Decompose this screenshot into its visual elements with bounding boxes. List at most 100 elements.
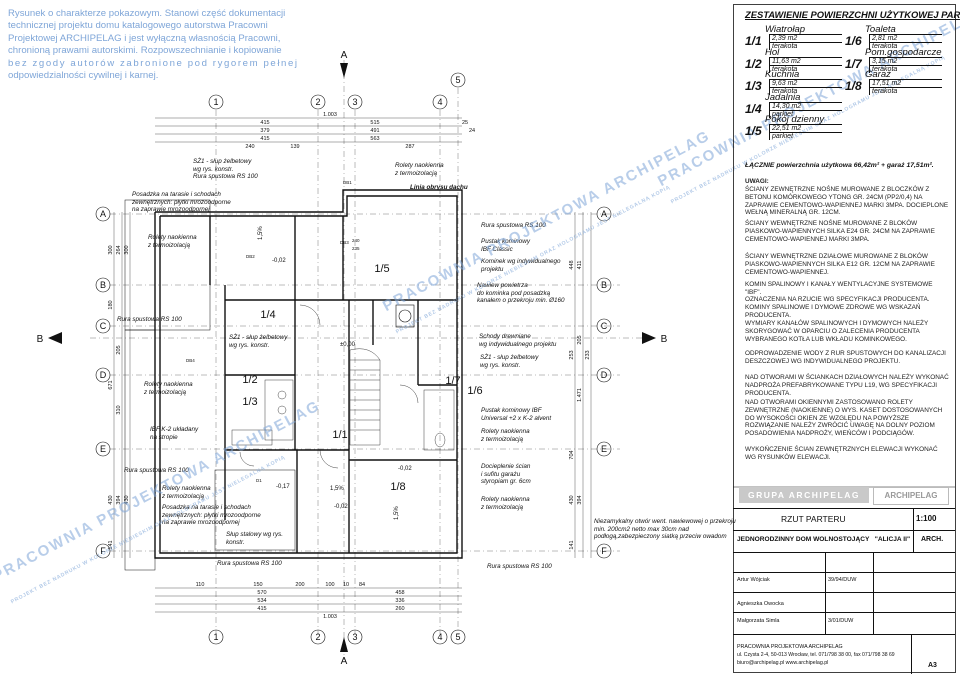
annotation-text: Universal +2 x K-2 alvent [481,414,552,422]
dim-text: 24 [469,128,475,134]
note-text: WYKOŃCZENIE ŚCIAN ZEWNĘTRZNYCH ELEWACJI … [745,446,938,461]
designer-name: Agnieszka Owocka [737,601,784,607]
annotation-text: z termoizolacją [144,388,186,396]
dim-text: 141 [108,540,114,549]
door-swings [239,304,419,469]
grid-row-label: A [601,209,607,219]
annotation-text: Rolety naokienna [162,485,211,492]
disclaimer-line: odpowiedzialności cywilnej i karnej. [8,70,159,82]
annotation-terrace: Posadzka na tarasie i schodach zewnętrzn… [162,504,261,527]
dim-text: 411 [577,261,583,270]
annotation-text: i sufitu garażu [481,470,521,478]
room-name: Pom.gospodarcze [865,46,942,58]
room-floor: terakota [869,87,942,95]
grid-col-label: 1 [213,97,218,107]
annotation-terrace: Posadzka na tarasie i schodach zewnętrzn… [132,191,231,214]
grid-col-label: 3 [352,97,357,107]
annotation-text: IBF Classic [481,245,513,253]
grid-lines [90,60,650,660]
dim-text: 240 [245,144,254,150]
annotation-text: do kominka pod posadzką [477,289,551,297]
door-tag: DB4 [186,358,195,363]
annotation-insulation: Docieplenie ścian i sufitu garażu styrop… [481,463,531,486]
annotation-downpipe: Rura spustowa RS 100 [487,563,552,570]
annotation-text: Rura spustowa RS 100 [193,173,258,181]
level-mark: -0,02 [398,466,412,472]
dim-text: 310 [116,405,122,414]
side-dimension-values: 300 264 300 205 180 671 310 430 394 430 … [108,245,591,549]
door-tag: DB1 [343,180,352,185]
note-text: NAD OTWORAMI OKIENNYMI ZASTOSOWANO ROLET… [745,399,943,438]
title-block: GRUPA ARCHIPELAG ARCHIPELAG RZUT PARTERU… [733,484,956,674]
level-mark: ±0,00 [340,342,356,348]
room-number: 1/5 [745,124,762,138]
slope-mark: 1,5% [330,486,344,492]
section-label: B [37,334,44,345]
room-number: 1/1 [745,34,762,48]
office-name: PRACOWNIA PROJEKTOWA ARCHIPELAG [737,644,843,650]
slope-mark: 1,5% [258,226,264,240]
note-text: ŚCIANY ZEWNĘTRZNE NOŚNE MUROWANE Z BLOCZ… [745,186,949,217]
annotation-chimney-block: IBF K-2 układany na stropie [150,426,198,441]
summary-title: ZESTAWIENIE POWIERZCHNI UŻYTKOWEJ PARTER… [745,9,960,20]
room-label: 1/8 [390,481,405,493]
room-area: 2,81 m2 [869,34,942,42]
room-floor: terakota [869,42,942,50]
annotation-text: IBF K-2 układany [150,426,199,433]
annotation-text: Pustak kominowy [481,238,530,245]
annotation-text: wg rys. konstr. [229,341,270,349]
grid-row-label: E [601,444,607,454]
grid-col-label: 1 [213,632,218,642]
annotation-fireplace: Kominek wg indywidualnego projektu [481,258,560,273]
annotation-roller-blind: Rolety naokienna z termoizolacją [481,496,530,511]
grid-col-label: 5 [455,632,460,642]
dimension-values: 1.003 415 379 415 139 240 515 491 563 28… [196,112,475,620]
annotation-text: z termoizolacją [481,435,523,443]
annotation-text: na stropie [150,433,178,441]
dim-text: 563 [370,136,379,142]
room-number: 1/7 [845,56,862,71]
annotation-text: Rolety naokienna [148,234,197,241]
grid-row-label: D [601,370,608,380]
sheet-size: A3 [928,662,937,669]
disclaimer-line: chronioną prawami autorskimi. Rozpowszec… [8,45,282,57]
annotation-text: projektu [481,265,504,273]
grid-row-label: C [100,321,107,331]
dim-text: 415 [257,606,266,612]
annotation-text: kanałem o przekroju min. Ø160 [477,297,565,305]
section-label: A [341,656,348,667]
drawing-branch: ARCH. [921,536,944,543]
row-markers [95,206,612,559]
annotation-air-supply: Nawiew powietrza do kominka pod posadzką… [477,282,565,305]
dim-text: 100 [325,582,334,588]
dim-text: 205 [116,345,122,354]
annotation-text: Rolety naokienna [481,496,530,503]
annotation-text: Posadzka na tarasie i schodach [132,191,221,198]
room-floor: terakota [769,42,842,50]
room-name: Hol [765,46,780,58]
room-name: Jadalnia [765,91,801,103]
room-area: 17,51 m2 [869,79,942,87]
annotation-text: Docieplenie ścian [481,463,531,470]
room-label: 1/6 [467,385,482,397]
designer-license: 39/94/DUW [828,577,857,583]
annotation-text: na zaprawie mrozoodpornej [162,519,240,527]
dim-text: 1.003 [323,614,337,620]
room-area: 14,30 m2 [769,101,842,110]
dim-text: 704 [569,450,575,459]
note-text: ŚCIANY WEWNĘTRZNE DZIAŁOWE MUROWANE Z BL… [745,253,935,276]
annotation-text: podłogą,zabezpieczony siatką przeciw owa… [594,533,727,541]
room-area: 9,63 m2 [769,79,842,87]
annotation-text: wg indywidualnego projektu [479,340,557,348]
annotation-text: z termoizolacją [162,492,204,500]
room-number: 1/8 [845,79,862,93]
room-label: 1/2 [242,374,257,386]
disclaimer-line: Projektowej ARCHIPELAG i jest wyłączną w… [8,32,281,44]
annotation-text: styropiam gr. 6cm [481,478,531,486]
grid-col-label: 2 [315,632,320,642]
grid-row-label: E [100,444,106,454]
annotation-stairs: Schody drewniane wg indywidualnego proje… [479,333,556,348]
room-name: Wiatrołap [765,24,806,35]
